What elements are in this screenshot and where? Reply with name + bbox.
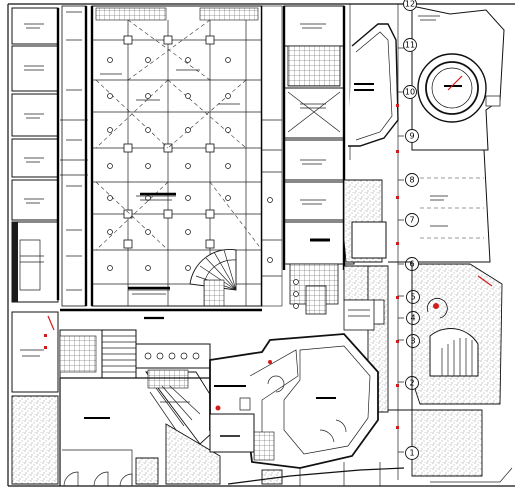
svg-text:7: 7 bbox=[409, 216, 414, 225]
curved-stair bbox=[426, 298, 479, 377]
east-entrance-canopy bbox=[371, 261, 513, 483]
grid-bubble-10: 10 bbox=[403, 85, 417, 99]
svg-text:3: 3 bbox=[410, 337, 415, 346]
spiral-stair bbox=[189, 249, 237, 307]
svg-text:4: 4 bbox=[410, 314, 415, 323]
left-unit-column bbox=[11, 7, 60, 393]
grid-bubble-11: 11 bbox=[403, 38, 417, 52]
octagonal-lobby bbox=[348, 23, 399, 147]
structural-grid-axis: 12 11 10 9 8 7 6 5 4 3 2 1 bbox=[396, 0, 420, 480]
west-corridor bbox=[60, 5, 88, 307]
right-wing bbox=[282, 5, 355, 315]
lower-central-hall bbox=[209, 333, 405, 486]
grid-bubble-3: 3 bbox=[406, 334, 420, 348]
svg-text:5: 5 bbox=[410, 293, 415, 302]
grid-bubble-4: 4 bbox=[406, 311, 420, 325]
circular-pavilion bbox=[411, 5, 505, 151]
svg-text:9: 9 bbox=[409, 132, 414, 141]
svg-text:10: 10 bbox=[405, 88, 415, 97]
central-hall bbox=[90, 5, 264, 307]
grid-bubble-7: 7 bbox=[405, 213, 419, 227]
grid-bubble-1: 1 bbox=[405, 446, 419, 460]
grid-bubble-9: 9 bbox=[405, 129, 419, 143]
parking-area bbox=[412, 149, 491, 263]
svg-text:1: 1 bbox=[409, 449, 414, 458]
lower-west-wing bbox=[44, 308, 262, 487]
svg-text:11: 11 bbox=[405, 41, 415, 50]
grid-bubble-5: 5 bbox=[406, 290, 420, 304]
svg-text:8: 8 bbox=[409, 176, 414, 185]
svg-text:12: 12 bbox=[405, 0, 415, 9]
grid-bubble-12: 12 bbox=[403, 0, 417, 11]
east-corridor bbox=[261, 5, 283, 307]
grid-bubble-8: 8 bbox=[405, 173, 419, 187]
right-service-block bbox=[343, 299, 375, 331]
